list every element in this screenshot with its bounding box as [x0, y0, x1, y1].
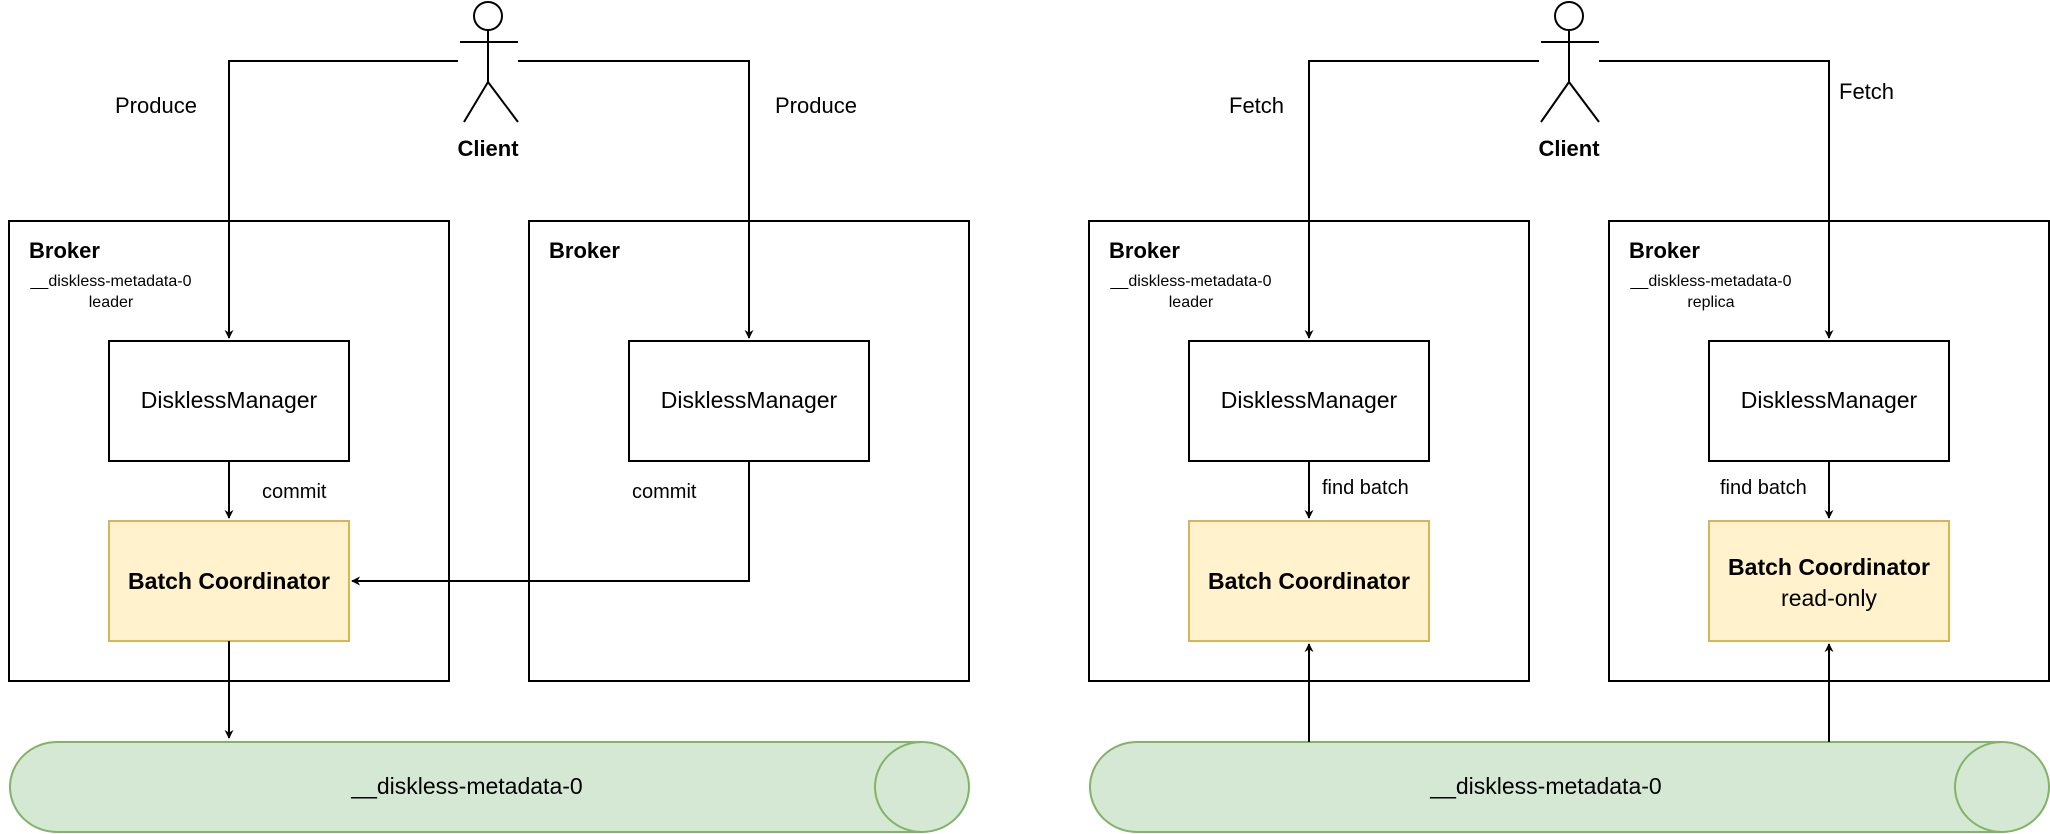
diskless-manager-box — [108, 340, 350, 462]
client-actor-icon — [460, 1, 519, 123]
batch-coordinator-label: Batch Coordinator — [1728, 554, 1930, 580]
produce-edge-label: Produce — [775, 93, 857, 118]
batch-coordinator-label: Batch Coordinator — [1208, 568, 1410, 594]
broker-partition-label: __diskless-metadata-0 — [1110, 273, 1272, 290]
broker-title: Broker — [29, 238, 100, 263]
metadata-topic-label: __diskless-metadata-0 — [350, 773, 582, 799]
produce-edge-label: Produce — [115, 93, 197, 118]
fetch-arrow-right — [1599, 60, 1834, 339]
broker-role-label: replica — [1687, 294, 1734, 311]
diskless-manager-label: DisklessManager — [661, 387, 838, 413]
batch-coordinator-box — [1188, 520, 1430, 642]
read-only-label: read-only — [1781, 585, 1877, 611]
client-actor-icon — [1540, 1, 1600, 123]
metadata-topic-cylinder — [9, 741, 970, 833]
broker-partition-label: __diskless-metadata-0 — [30, 273, 192, 290]
fetch-diagram: Client Broker __diskless-metadata-0 lead… — [1088, 1, 2050, 833]
edges — [1304, 60, 1834, 742]
diskless-manager-label: DisklessManager — [1741, 387, 1918, 413]
fetch-edge-label: Fetch — [1839, 79, 1894, 104]
edges — [224, 60, 754, 739]
produce-diagram: Client Broker __diskless-metadata-0 lead… — [8, 1, 970, 833]
metadata-topic-label: __diskless-metadata-0 — [1429, 773, 1661, 799]
batch-coordinator-box — [108, 520, 350, 642]
produce-arrow-right — [518, 60, 754, 339]
fetch-arrow-left — [1304, 60, 1539, 339]
diskless-manager-label: DisklessManager — [141, 387, 318, 413]
diskless-manager-box — [1188, 340, 1430, 462]
broker-role-label: leader — [1169, 294, 1214, 311]
find-batch-edge-label: find batch — [1322, 477, 1409, 499]
client-label: Client — [1538, 136, 1600, 161]
broker-title: Broker — [549, 238, 620, 263]
diskless-manager-box — [628, 340, 870, 462]
broker-title: Broker — [1629, 238, 1700, 263]
diskless-manager-box — [1708, 340, 1950, 462]
diskless-manager-label: DisklessManager — [1221, 387, 1398, 413]
commit-edge-label: commit — [262, 481, 327, 503]
commit-edge-label: commit — [632, 481, 697, 503]
batch-coordinator-readonly-box — [1708, 520, 1950, 642]
broker-partition-label: __diskless-metadata-0 — [1630, 273, 1792, 290]
metadata-topic-cylinder — [1089, 741, 2050, 833]
batch-coordinator-label: Batch Coordinator — [128, 568, 330, 594]
broker-role-label: leader — [89, 294, 134, 311]
find-batch-edge-label: find batch — [1720, 477, 1807, 499]
broker-title: Broker — [1109, 238, 1180, 263]
commit-arrow-remote — [351, 461, 750, 586]
produce-arrow-left — [224, 60, 458, 339]
fetch-edge-label: Fetch — [1229, 93, 1284, 118]
client-label: Client — [457, 136, 519, 161]
